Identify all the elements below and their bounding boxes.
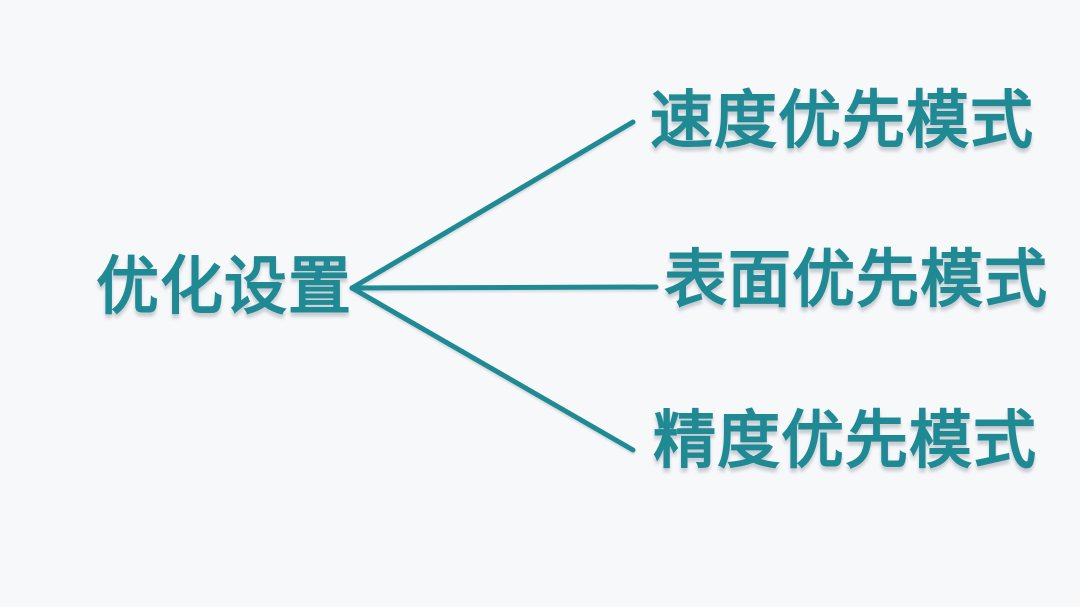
connector-line-middle: [349, 284, 659, 291]
connector-line-top: [349, 119, 636, 291]
branch-node-label-speed: 速度优先模式: [650, 86, 1034, 156]
branch-node-label-surface: 表面优先模式: [664, 245, 1048, 315]
branch-node-label-accuracy: 精度优先模式: [653, 406, 1037, 476]
connector-line-bottom: [349, 285, 636, 453]
root-node-label: 优化设置: [96, 252, 352, 322]
